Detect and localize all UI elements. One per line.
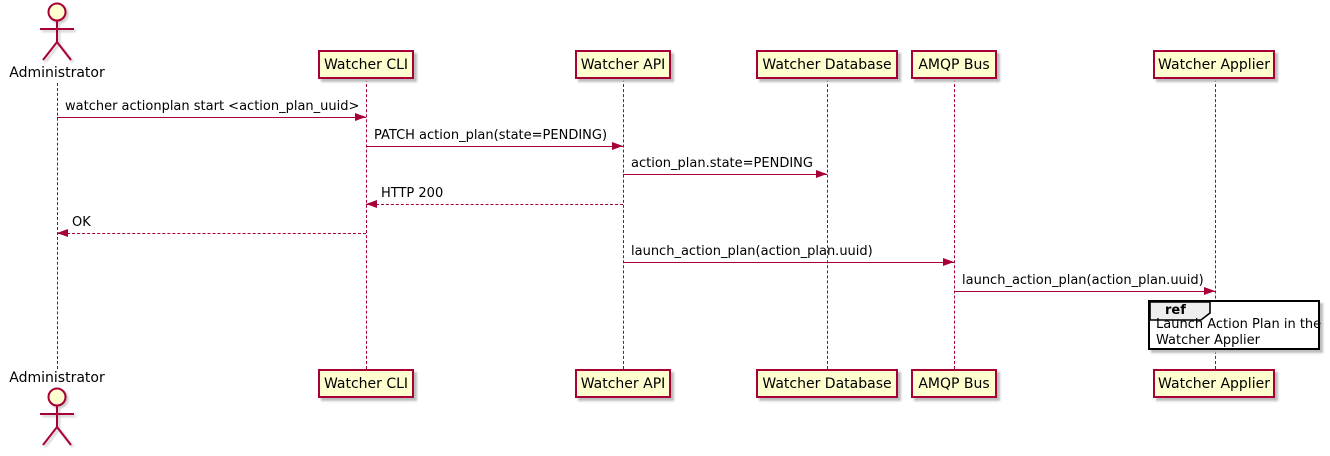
actor-label-top: Administrator [9,65,105,81]
message-label: launch_action_plan(action_plan.uuid) [631,244,873,259]
actor-icon-bottom [40,387,74,446]
message-return-arrow [366,204,623,205]
lifeline-amqp-bus [954,79,955,369]
arrowhead-left-icon [57,229,68,237]
participant-amqp-bus-top: AMQP Bus [911,50,997,79]
message-arrow [954,291,1215,292]
ref-keyword: ref [1165,303,1186,318]
participant-watcher-database-top: Watcher Database [756,50,898,79]
message-label: PATCH action_plan(state=PENDING) [374,128,608,143]
participant-watcher-api-top: Watcher API [575,50,671,79]
participant-watcher-cli-bottom: Watcher CLI [318,369,414,398]
arrowhead-left-icon [366,200,377,208]
message-arrow [623,262,954,263]
arrowhead-right-icon [612,142,623,150]
message-label: watcher actionplan start <action_plan_uu… [65,99,360,114]
ref-body-text: Launch Action Plan in the Watcher Applie… [1156,317,1321,349]
lifeline-watcher-applier [1215,79,1216,369]
message-label: HTTP 200 [381,186,444,201]
message-label: OK [72,215,91,230]
message-arrow [366,146,623,147]
lifeline-administrator [57,83,58,369]
participant-amqp-bus-bottom: AMQP Bus [911,369,997,398]
lifeline-watcher-api [623,79,624,369]
arrowhead-right-icon [355,113,366,121]
message-arrow [623,174,827,175]
participant-watcher-cli-top: Watcher CLI [318,50,414,79]
message-label: launch_action_plan(action_plan.uuid) [962,273,1204,288]
participant-watcher-applier-bottom: Watcher Applier [1153,369,1275,398]
lifeline-watcher-cli [366,79,367,369]
lifeline-watcher-database [827,79,828,369]
message-arrow [57,117,366,118]
ref-body-line2: Watcher Applier [1156,333,1260,348]
message-return-arrow [57,233,366,234]
participant-watcher-database-bottom: Watcher Database [756,369,898,398]
actor-icon-top [40,2,74,61]
ref-body-line1: Launch Action Plan in the [1156,317,1322,332]
actor-label-bottom: Administrator [9,370,105,386]
arrowhead-right-icon [943,258,954,266]
arrowhead-right-icon [816,170,827,178]
participant-watcher-api-bottom: Watcher API [575,369,671,398]
arrowhead-right-icon [1204,287,1215,295]
participant-watcher-applier-top: Watcher Applier [1153,50,1275,79]
message-label: action_plan.state=PENDING [631,156,813,171]
ref-fragment: ref Launch Action Plan in the Watcher Ap… [1148,300,1321,350]
ref-tab-shape [1149,301,1211,321]
